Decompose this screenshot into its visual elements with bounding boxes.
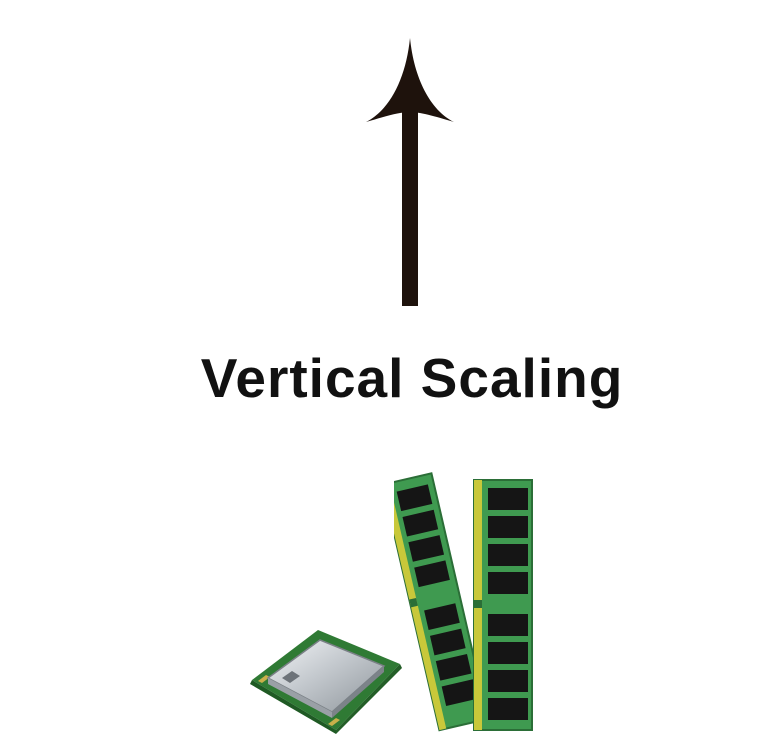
diagram-label: Vertical Scaling (200, 347, 624, 409)
ram-module-icon (394, 472, 533, 732)
cpu-chip-icon (250, 630, 402, 734)
up-arrow-icon (366, 38, 454, 306)
